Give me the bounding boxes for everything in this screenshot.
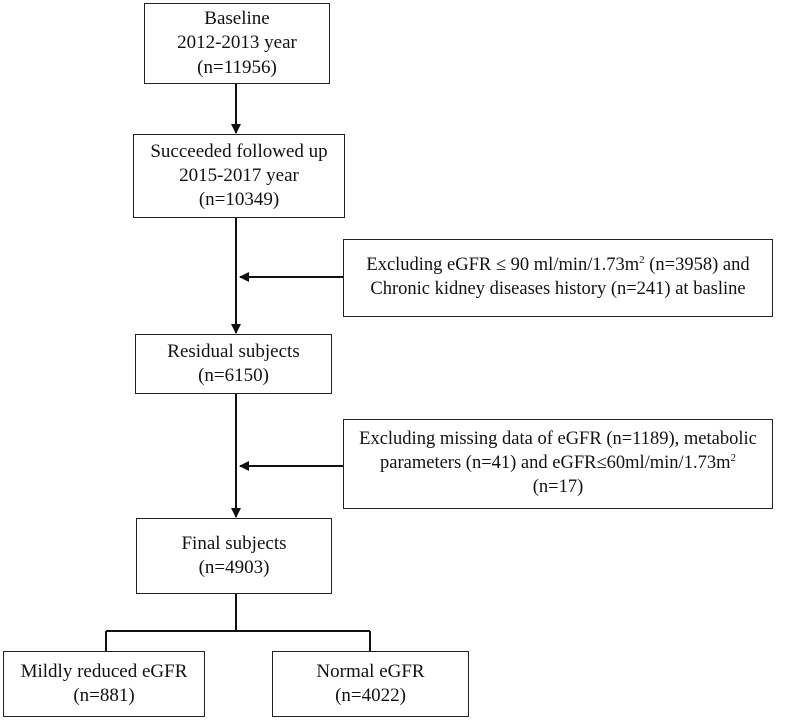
exclusion-1-criterion-text: Excluding eGFR ≤ 90 ml/min/1.73m (366, 255, 640, 276)
residual-count: (n=6150) (198, 365, 269, 386)
normal-label: Normal eGFR (316, 660, 425, 682)
exclusion-1-line-1: Excluding eGFR ≤ 90 ml/min/1.73m2 (n=395… (366, 254, 749, 278)
exclusion-2-criterion-text: parameters (n=41) and eGFR≤60ml/min/1.73… (380, 453, 731, 474)
baseline-box: Baseline 2012-2013 year (n=11956) (144, 3, 330, 84)
final-box: Final subjects (n=4903) (136, 518, 332, 594)
baseline-count: (n=11956) (197, 56, 277, 78)
exclusion-box-2: Excluding missing data of eGFR (n=1189),… (343, 419, 773, 509)
normal-count: (n=4022) (335, 685, 406, 706)
baseline-years: 2012-2013 year (177, 32, 297, 54)
normal-box: Normal eGFR (n=4022) (272, 651, 469, 717)
exclusion-2-line-3: (n=17) (532, 476, 584, 497)
residual-box: Residual subjects (n=6150) (135, 334, 332, 394)
final-count: (n=4903) (198, 557, 270, 578)
residual-label: Residual subjects (167, 340, 300, 362)
followed-up-label: Succeeded followed up (150, 140, 328, 162)
followed-up-box: Succeeded followed up 2015-2017 year (n=… (133, 134, 345, 218)
exclusion-box-1: Excluding eGFR ≤ 90 ml/min/1.73m2 (n=395… (343, 239, 773, 317)
exclusion-2-superscript: 2 (730, 452, 736, 464)
exclusion-1-superscript: 2 (639, 254, 645, 267)
exclusion-1-line-2: Chronic kidney diseases history (n=241) … (370, 279, 746, 299)
exclusion-1-count-text: (n=3958) and (644, 255, 750, 276)
followed-up-years: 2015-2017 year (179, 164, 299, 186)
mildly-reduced-label: Mildly reduced eGFR (20, 660, 188, 682)
baseline-label: Baseline (204, 8, 270, 30)
mildly-reduced-count: (n=881) (73, 685, 135, 706)
mildly-reduced-box: Mildly reduced eGFR (n=881) (3, 651, 205, 717)
followed-up-count: (n=10349) (198, 189, 280, 211)
exclusion-2-line-2: parameters (n=41) and eGFR≤60ml/min/1.73… (380, 452, 736, 476)
final-label: Final subjects (181, 532, 287, 554)
exclusion-2-line-1: Excluding missing data of eGFR (n=1189),… (359, 429, 757, 450)
